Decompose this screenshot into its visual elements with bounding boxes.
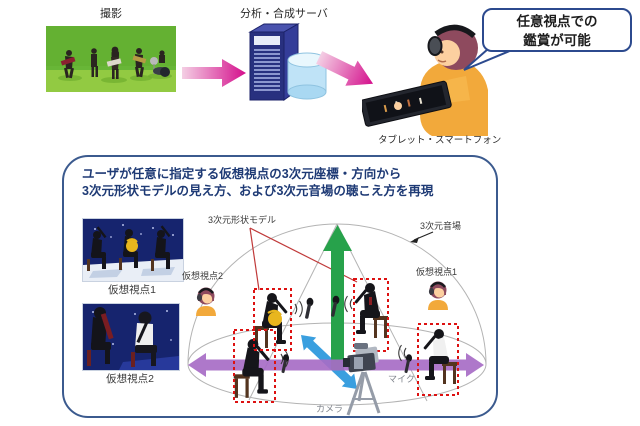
bubble-line1: 任意視点での	[516, 14, 598, 29]
musician-clarinet-right	[423, 329, 457, 384]
axis-vertical-arrow	[323, 225, 352, 370]
explanation-panel: ユーザが任意に指定する仮想視点の3次元座標・方向から 3次元形状モデルの見え方、…	[62, 155, 498, 418]
viewpoint1-person	[426, 280, 450, 312]
server-icon	[248, 23, 327, 101]
soundfield-label: 3次元音場	[420, 221, 462, 231]
camera-label: カメラ	[316, 404, 344, 414]
server-label: 分析・合成サーバ	[240, 8, 328, 20]
viewpoint2-person	[194, 286, 218, 318]
axis-horizontal-arrow	[188, 353, 484, 377]
greenscreen-photo	[46, 26, 176, 92]
device-label: タブレット・スマートフォン	[378, 135, 502, 146]
bubble-line2: 鑑賞が可能	[523, 33, 591, 48]
headphones-icon	[434, 24, 476, 39]
soundfield-pointer-arrow	[410, 231, 434, 243]
view2-label: 仮想視点2	[106, 373, 154, 385]
capture-label: 撮影	[100, 8, 122, 20]
musician-sax	[354, 283, 388, 338]
viewpoint1-label: 仮想視点1	[416, 267, 458, 277]
flow-arrow-server-to-tablet	[316, 51, 374, 86]
flow-arrow-capture-to-server	[182, 59, 246, 87]
mic-icon	[304, 297, 314, 319]
panel-heading: ユーザが任意に指定する仮想視点の3次元座標・方向から 3次元形状モデルの見え方、…	[82, 166, 486, 200]
speech-bubble: 任意視点での 鑑賞が可能	[482, 8, 632, 52]
camera-icon	[343, 343, 381, 416]
sound-waves	[344, 295, 353, 313]
mic-label: マイク	[388, 374, 415, 384]
band-figures	[60, 46, 170, 79]
model-label: 3次元形状モデル	[208, 215, 277, 225]
heading-line2: 3次元形状モデルの見え方、および3次元音場の聴こえ方を再現	[82, 184, 434, 198]
heading-line1: ユーザが任意に指定する仮想視点の3次元座標・方向から	[82, 167, 402, 181]
scene-diagram	[187, 223, 487, 416]
user-figure	[362, 24, 488, 136]
sound-waves	[294, 300, 303, 318]
viewpoint2-label: 仮想視点2	[182, 271, 224, 281]
view-image-2	[82, 303, 180, 371]
view-image-1	[82, 218, 184, 282]
tablet-icon	[362, 80, 452, 127]
database-cylinder-icon	[287, 52, 327, 100]
view1-label: 仮想視点1	[108, 284, 156, 296]
